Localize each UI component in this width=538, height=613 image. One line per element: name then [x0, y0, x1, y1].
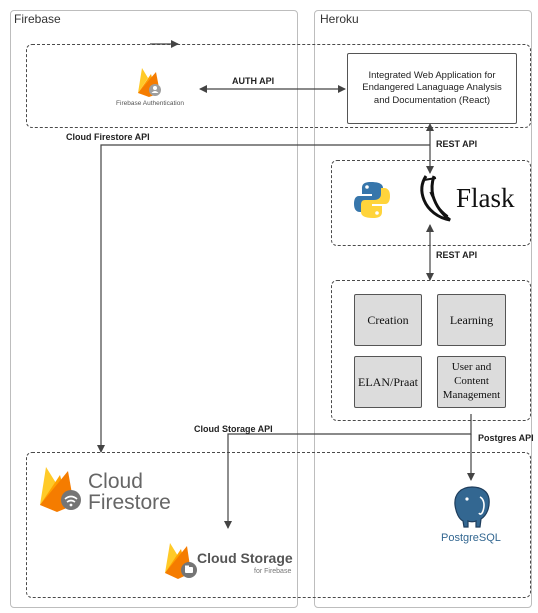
auth-api-label: AUTH API [232, 76, 275, 86]
rest-api-top-label: REST API [436, 139, 478, 149]
firebase-auth-icon [138, 68, 161, 97]
cloud-storage-title: Cloud Storage [197, 550, 293, 566]
web-application-text: Integrated Web Application for Endangere… [362, 69, 502, 106]
heroku-column [314, 10, 532, 608]
cloud-firestore-icon [40, 467, 81, 512]
firebase-auth-caption: Firebase Authentication [116, 100, 184, 107]
cloud-storage-api-arrow [224, 414, 472, 529]
postgres-api-label: Postgres API [478, 433, 534, 443]
top-group [26, 44, 531, 128]
postgresql-label: PostgreSQL [441, 532, 501, 544]
elan-praat-module: ELAN/Praat [354, 356, 422, 408]
cloud-storage-icon [165, 543, 197, 579]
web-application-box: Integrated Web Application for Endangere… [347, 53, 517, 124]
cloud-storage-subtitle: for Firebase [254, 568, 292, 575]
flask-wordmark: Flask [456, 183, 515, 213]
firebase-column [10, 10, 298, 608]
cloud-storage-api-label: Cloud Storage API [194, 424, 273, 434]
heroku-column-title: Heroku [320, 12, 359, 26]
cloud-firestore-line2: Firestore [88, 491, 171, 514]
creation-module: Creation [354, 294, 422, 346]
python-icon [354, 182, 390, 218]
cloud-firestore-api-arrow [97, 144, 430, 453]
rest-api-bottom-label: REST API [436, 250, 478, 260]
postgresql-elephant-icon [454, 486, 490, 528]
firebase-auth-node: Firebase Authentication [100, 66, 200, 114]
cloud-firestore-api-label: Cloud Firestore API [66, 132, 150, 142]
flask-icon [420, 175, 451, 222]
cloud-firestore-line1: Cloud [88, 470, 143, 493]
storage-group [26, 452, 531, 598]
firebase-column-title: Firebase [14, 12, 61, 26]
learning-module: Learning [437, 294, 506, 346]
user-content-management-module: User and Content Management [437, 356, 506, 408]
